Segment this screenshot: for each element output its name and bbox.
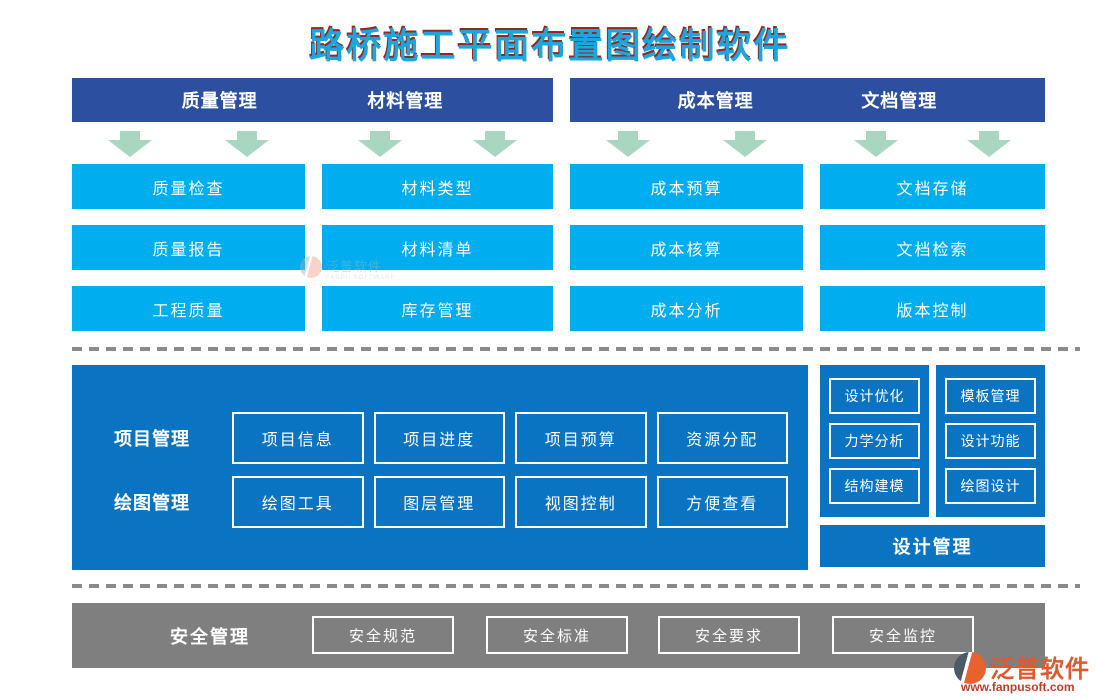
down-arrow-icon bbox=[108, 131, 153, 157]
arrow-row-cost bbox=[570, 131, 803, 158]
module-box-inventory: 库存管理 bbox=[322, 286, 553, 331]
down-arrow-icon bbox=[966, 131, 1011, 157]
design-column-left: 设计优化 力学分析 结构建模 bbox=[820, 365, 929, 517]
feature-box-design-optimization: 设计优化 bbox=[829, 378, 920, 414]
watermark: 泛普软件 FANPU SOFTWARE bbox=[300, 256, 395, 281]
module-box-quality-report: 质量报告 bbox=[72, 225, 305, 270]
module-box-cost-analysis: 成本分析 bbox=[570, 286, 803, 331]
down-arrow-icon bbox=[473, 131, 518, 157]
feature-box-layer-management: 图层管理 bbox=[373, 476, 505, 528]
section-header-quality: 质量管理 bbox=[181, 91, 258, 111]
module-box-quality-check: 质量检查 bbox=[72, 164, 305, 209]
safety-panel: 安全管理 安全规范 安全标准 安全要求 安全监控 bbox=[72, 603, 1045, 668]
feature-box-drawing-tools: 绘图工具 bbox=[232, 476, 364, 528]
section-header-material: 材料管理 bbox=[367, 91, 444, 111]
watermark-name: 泛普软件 bbox=[326, 259, 383, 274]
module-box-project-quality: 工程质量 bbox=[72, 286, 305, 331]
down-arrow-icon bbox=[722, 131, 767, 157]
group-label-design: 设计管理 bbox=[820, 525, 1045, 567]
module-box-material-type: 材料类型 bbox=[322, 164, 553, 209]
feature-box-design-function: 设计功能 bbox=[945, 423, 1036, 459]
down-arrow-icon bbox=[854, 131, 899, 157]
feature-box-safety-standard1: 安全规范 bbox=[312, 616, 454, 654]
dashed-divider-bottom bbox=[72, 584, 1080, 588]
down-arrow-icon bbox=[224, 131, 269, 157]
feature-box-drawing-design: 绘图设计 bbox=[945, 468, 1036, 504]
down-arrow-icon bbox=[606, 131, 651, 157]
feature-box-project-info: 项目信息 bbox=[232, 412, 364, 464]
design-column-right: 模板管理 设计功能 绘图设计 bbox=[936, 365, 1045, 517]
feature-box-structure-modeling: 结构建模 bbox=[829, 468, 920, 504]
feature-box-safety-requirement: 安全要求 bbox=[658, 616, 800, 654]
down-arrow-icon bbox=[357, 131, 402, 157]
logo-url: www.fanpusoft.com bbox=[961, 680, 1075, 694]
group-label-safety: 安全管理 bbox=[170, 626, 250, 647]
feature-box-resource-allocation: 资源分配 bbox=[656, 412, 788, 464]
feature-box-safety-standard2: 安全标准 bbox=[486, 616, 628, 654]
feature-box-easy-view: 方便查看 bbox=[656, 476, 788, 528]
dashed-divider-top bbox=[72, 347, 1080, 351]
module-box-material-list: 材料清单 bbox=[322, 225, 553, 270]
group-label-drawing: 绘图管理 bbox=[114, 493, 190, 513]
page-title: 路桥施工平面布置图绘制软件 bbox=[309, 27, 791, 66]
module-box-doc-search: 文档检索 bbox=[820, 225, 1045, 270]
watermark-subtitle: FANPU SOFTWARE bbox=[326, 275, 396, 281]
feature-box-safety-monitoring: 安全监控 bbox=[832, 616, 974, 654]
watermark-logo-icon bbox=[300, 256, 322, 278]
feature-box-mechanics-analysis: 力学分析 bbox=[829, 423, 920, 459]
feature-box-project-budget: 项目预算 bbox=[515, 412, 647, 464]
header-bar-cost-document: 成本管理 文档管理 bbox=[570, 78, 1045, 122]
project-drawing-panel: 项目管理 项目信息 项目进度 项目预算 资源分配 绘图管理 绘图工具 图层管理 … bbox=[72, 365, 808, 570]
logo-name: 泛普软件 bbox=[990, 656, 1090, 683]
group-label-project: 项目管理 bbox=[114, 429, 190, 449]
fanpu-logo-icon bbox=[954, 652, 986, 684]
header-bar-quality-material: 质量管理 材料管理 bbox=[72, 78, 553, 122]
arrow-row-quality bbox=[72, 131, 305, 158]
arrow-row-document bbox=[820, 131, 1045, 158]
feature-box-project-progress: 项目进度 bbox=[373, 412, 505, 464]
feature-box-view-control: 视图控制 bbox=[515, 476, 647, 528]
module-box-cost-accounting: 成本核算 bbox=[570, 225, 803, 270]
module-box-version-control: 版本控制 bbox=[820, 286, 1045, 331]
section-header-cost: 成本管理 bbox=[677, 91, 754, 111]
module-box-doc-storage: 文档存储 bbox=[820, 164, 1045, 209]
module-box-cost-budget: 成本预算 bbox=[570, 164, 803, 209]
section-header-document: 文档管理 bbox=[861, 91, 938, 111]
arrow-row-material bbox=[322, 131, 553, 158]
feature-box-template-management: 模板管理 bbox=[945, 378, 1036, 414]
